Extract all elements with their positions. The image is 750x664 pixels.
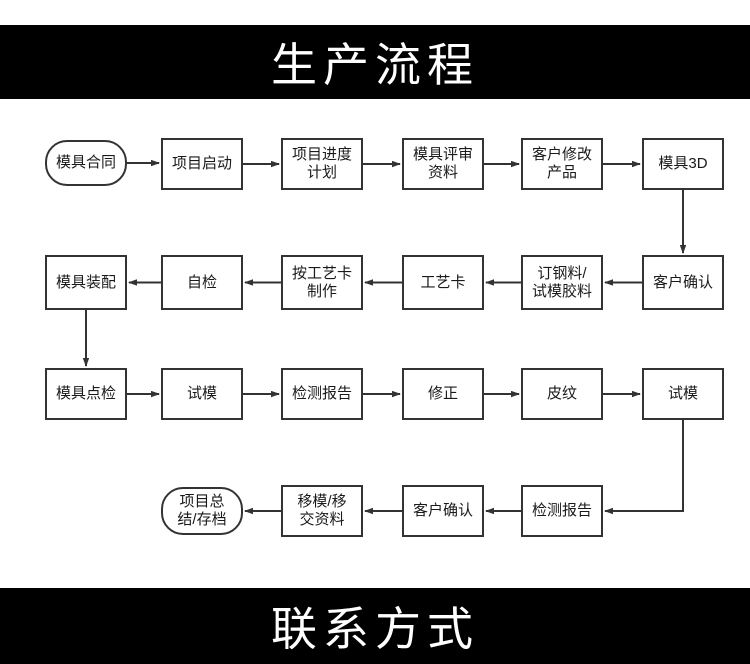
footer-title: 联系方式 (271, 603, 479, 655)
flow-node-n21[interactable]: 移模/移 交资料 (281, 485, 363, 537)
flow-node-n19[interactable]: 检测报告 (521, 485, 603, 537)
flow-node-n17[interactable]: 皮纹 (521, 368, 603, 420)
flow-node-n11[interactable]: 自检 (161, 255, 243, 310)
flow-node-n18[interactable]: 试模 (642, 368, 724, 420)
edge-n18-n19 (604, 420, 684, 515)
flow-node-n5[interactable]: 客户修改 产品 (521, 138, 603, 190)
flow-node-n15[interactable]: 检测报告 (281, 368, 363, 420)
flow-node-n22[interactable]: 项目总 结/存档 (161, 487, 243, 535)
flow-node-n16[interactable]: 修正 (402, 368, 484, 420)
header-banner: 生产流程 (0, 25, 750, 99)
flow-node-n2[interactable]: 项目启动 (161, 138, 243, 190)
footer-banner: 联系方式 (0, 588, 750, 664)
flow-node-n12[interactable]: 模具装配 (45, 255, 127, 310)
flow-node-n13[interactable]: 模具点检 (45, 368, 127, 420)
flow-node-n9[interactable]: 工艺卡 (402, 255, 484, 310)
flow-node-n8[interactable]: 订钢料/ 试模胶料 (521, 255, 603, 310)
flowchart-edges (82, 159, 687, 515)
flow-node-n7[interactable]: 客户确认 (642, 255, 724, 310)
flow-node-n3[interactable]: 项目进度 计划 (281, 138, 363, 190)
flow-node-n14[interactable]: 试模 (161, 368, 243, 420)
flow-node-n20[interactable]: 客户确认 (402, 485, 484, 537)
flow-node-n10[interactable]: 按工艺卡 制作 (281, 255, 363, 310)
flow-node-n6[interactable]: 模具3D (642, 138, 724, 190)
flow-node-n1[interactable]: 模具合同 (45, 140, 127, 186)
header-title: 生产流程 (271, 39, 479, 91)
flow-node-n4[interactable]: 模具评审 资料 (402, 138, 484, 190)
